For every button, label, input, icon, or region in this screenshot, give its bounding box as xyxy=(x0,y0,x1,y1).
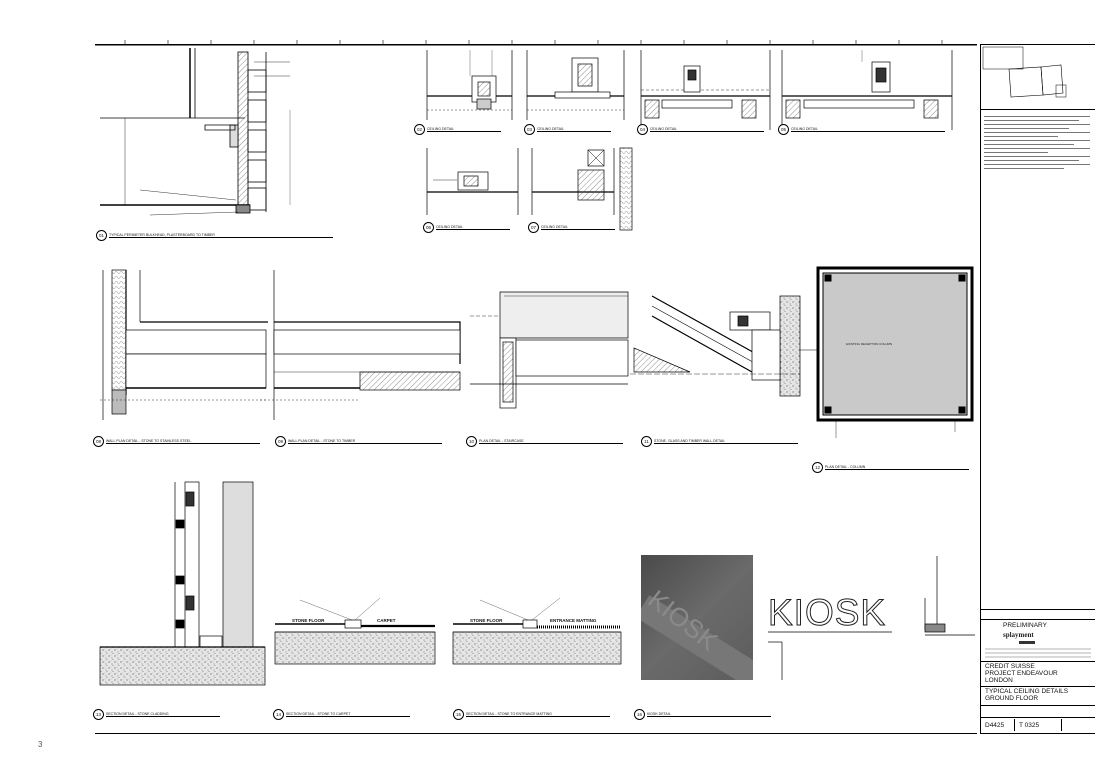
client-name: CREDIT SUISSE xyxy=(985,663,1035,670)
revision-number: T 0325 xyxy=(1019,722,1040,729)
tb-divider xyxy=(981,619,1095,620)
tb-divider xyxy=(981,109,1095,110)
general-notes xyxy=(984,113,1090,172)
tb-divider xyxy=(981,705,1095,706)
tb-divider xyxy=(981,717,1095,718)
column-label: EXISTING RECEPTION COLUMN xyxy=(846,342,893,346)
carpet-label: CARPET xyxy=(377,618,396,623)
key-plan xyxy=(982,46,1067,98)
detail-09-drawing xyxy=(260,270,461,420)
details-02-05-drawing xyxy=(426,50,953,130)
tb-divider xyxy=(981,609,1095,610)
page-number: 3 xyxy=(38,740,43,749)
kiosk-lettering: KIOSK xyxy=(767,592,887,634)
drawing-sheet xyxy=(95,44,977,734)
detail-12-drawing xyxy=(800,266,974,438)
details-06-07-drawing xyxy=(426,147,633,231)
detail-11-drawing xyxy=(630,295,801,397)
drawing-number: D4425 xyxy=(985,722,1005,729)
company-logo: splayment xyxy=(985,631,1091,658)
detail-13-drawing xyxy=(99,481,266,686)
detail-14-drawing xyxy=(274,597,436,665)
tb-divider xyxy=(981,661,1095,662)
tb-vdivider xyxy=(1014,719,1015,731)
detail-10-drawing xyxy=(470,291,629,409)
status-label: PRELIMINARY xyxy=(1003,622,1047,629)
stone-floor-label-15: STONE FLOOR xyxy=(470,618,503,623)
title-block: PRELIMINARY splayment CREDIT SUISSE PROJ… xyxy=(980,44,1095,734)
project-name: PROJECT ENDEAVOUR xyxy=(985,670,1058,677)
detail-16-drawing xyxy=(768,556,975,680)
project-location: LONDON xyxy=(985,677,1013,684)
svg-text:splayment: splayment xyxy=(1003,631,1034,639)
drawing-title-line2: GROUND FLOOR xyxy=(985,695,1039,702)
detail-01-drawing xyxy=(100,48,291,216)
tb-divider xyxy=(981,686,1095,687)
entrance-matting-label: ENTRANCE MATTING xyxy=(550,618,597,623)
detail-15-drawing xyxy=(452,597,622,665)
drawing-title-line1: TYPICAL CEILING DETAILS xyxy=(985,688,1069,695)
tb-vdivider xyxy=(1061,719,1062,731)
kiosk-photo: KIOSK xyxy=(641,555,753,680)
detail-08-drawing xyxy=(100,269,268,420)
stone-floor-label-14: STONE FLOOR xyxy=(292,618,325,623)
